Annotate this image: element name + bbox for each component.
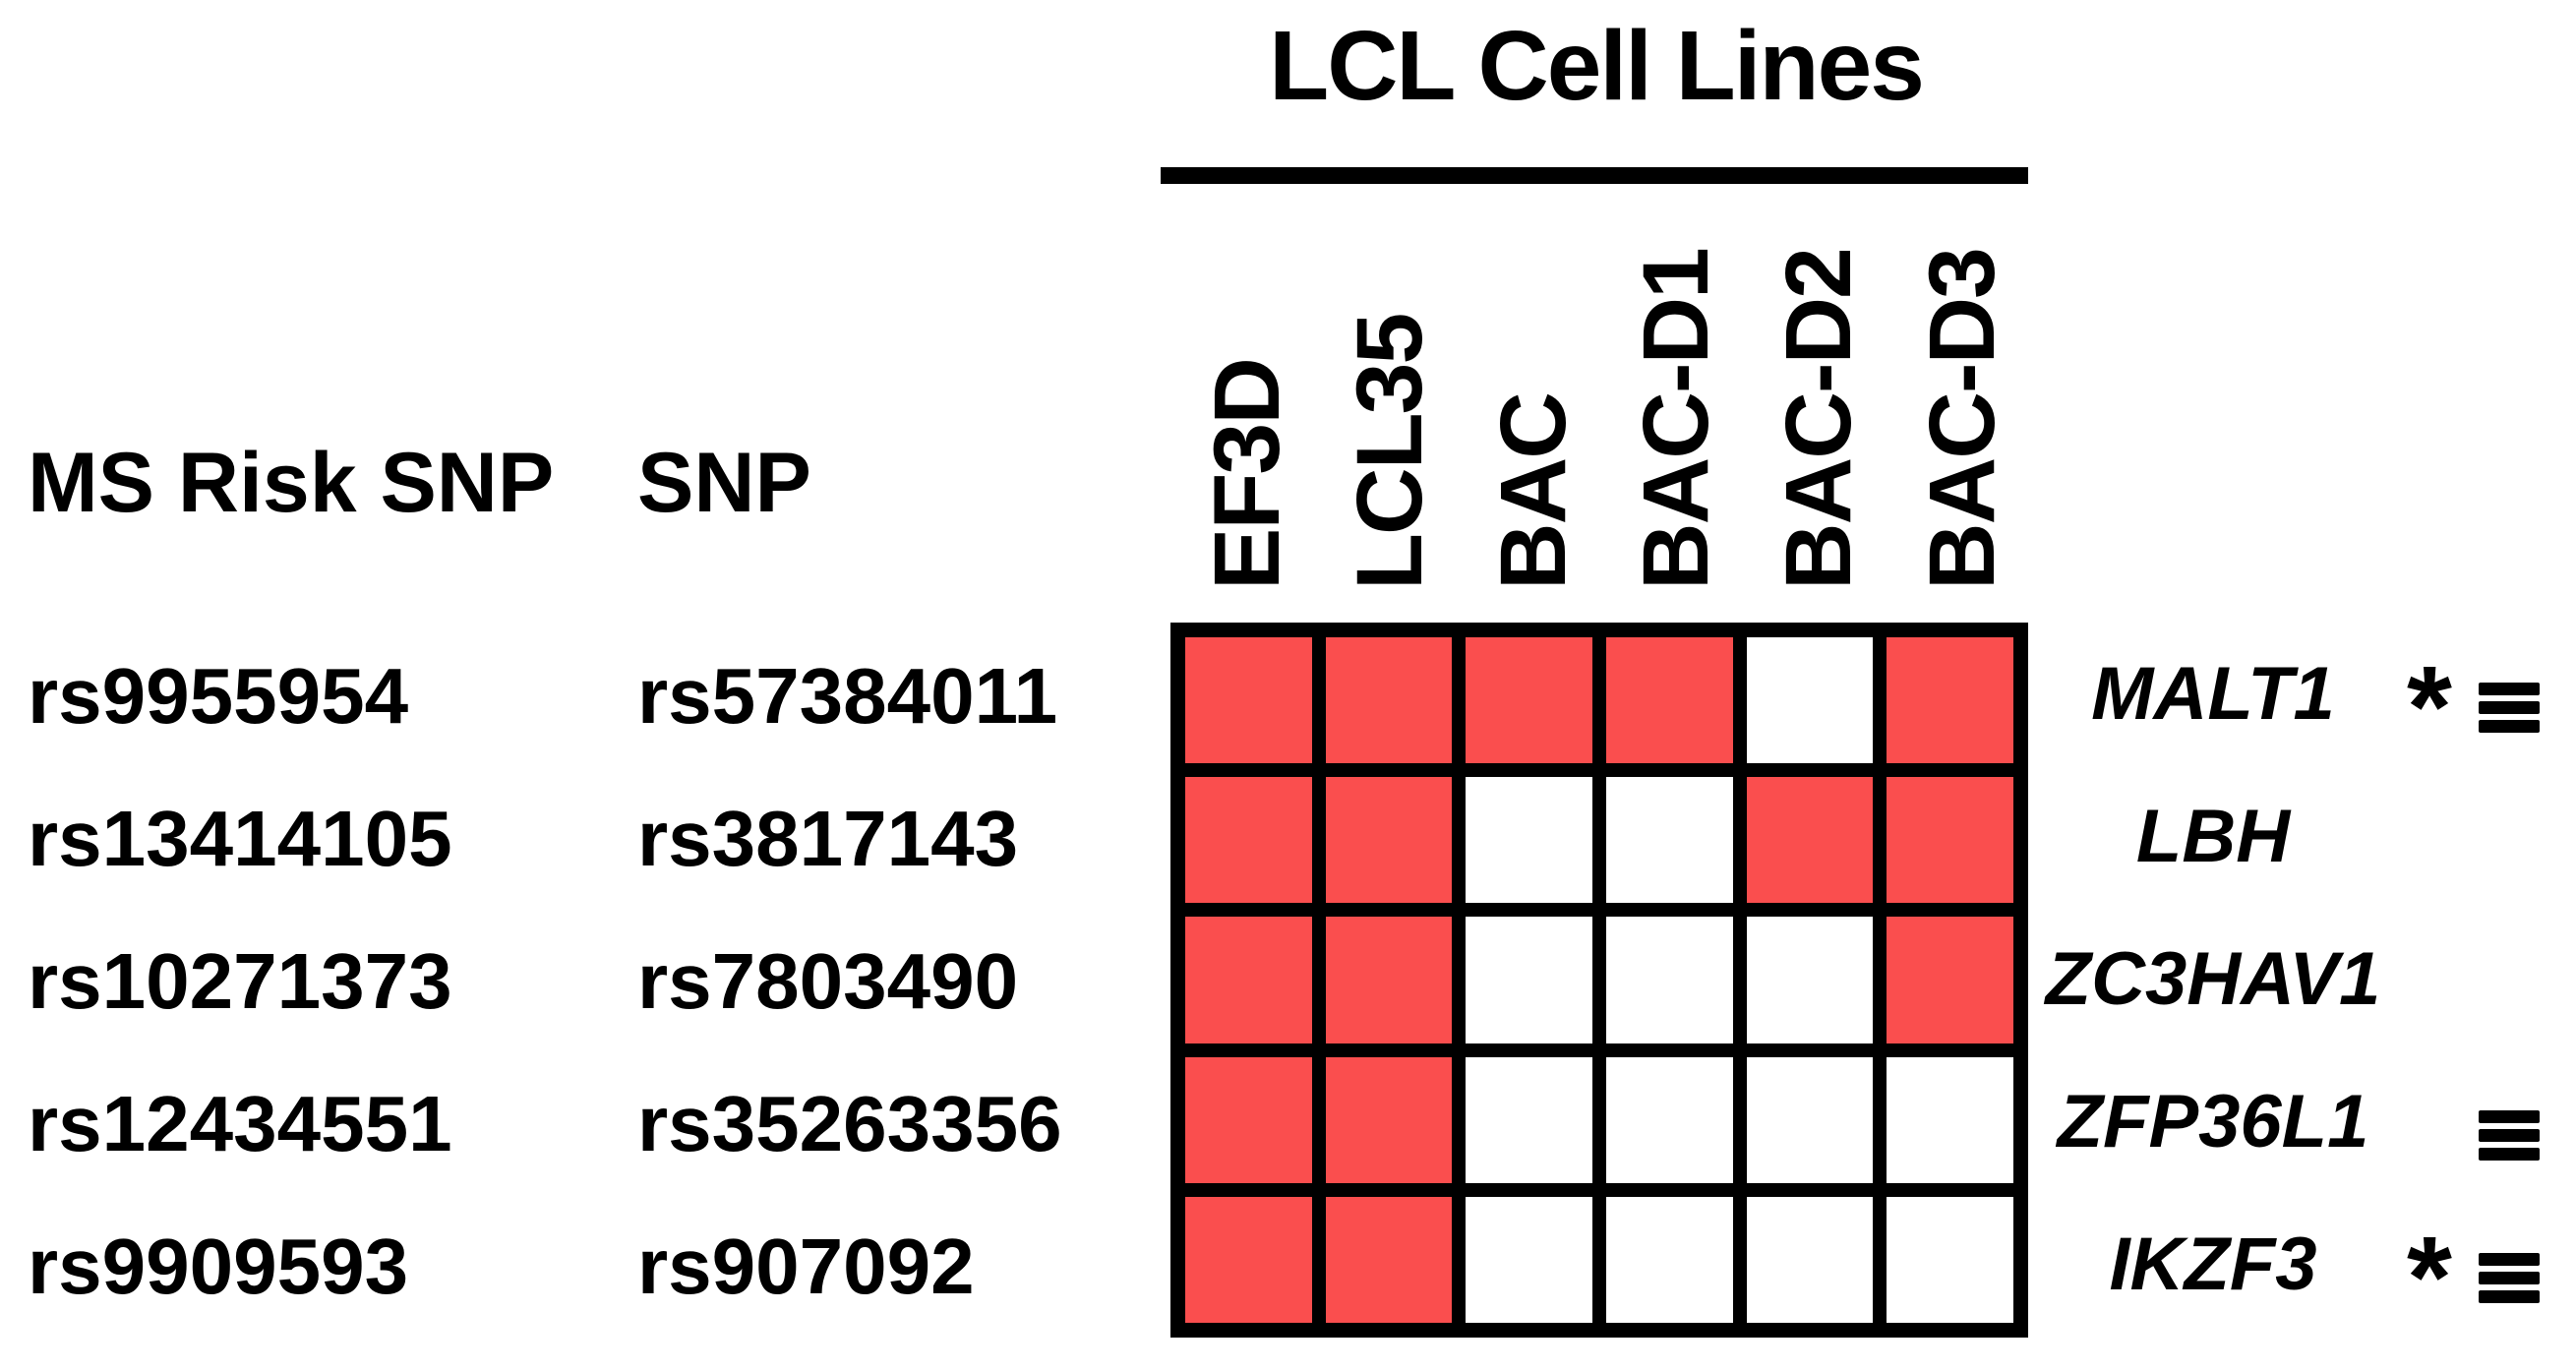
asterisk-symbol: * — [2407, 642, 2452, 772]
gene-label-malt1: MALT1 — [2091, 652, 2335, 736]
grid-cell — [1466, 1196, 1592, 1323]
grid-cell — [1887, 1056, 2013, 1183]
snp-value: rs35263356 — [637, 1080, 1062, 1167]
grid-cell — [1746, 777, 1874, 904]
grid-cell — [1466, 917, 1592, 1043]
grid-cell — [1325, 637, 1453, 764]
column-header-lcl35: LCL35 — [1338, 314, 1442, 590]
ms-risk-snp-value: rs10271373 — [28, 937, 452, 1025]
column-group-title: LCL Cell Lines — [1269, 11, 1925, 121]
snp-value: rs7803490 — [637, 937, 1019, 1025]
snp-value: rs57384011 — [637, 652, 1058, 740]
grid-cell — [1606, 1056, 1733, 1183]
snp-header: SNP — [637, 436, 811, 530]
triple-bar-icon — [2479, 1253, 2540, 1303]
grid-cell — [1887, 777, 2013, 904]
grid-cell — [1746, 1196, 1874, 1323]
grid-cell — [1466, 777, 1592, 904]
asterisk-symbol: * — [2407, 1213, 2452, 1342]
grid-cell — [1185, 1056, 1312, 1183]
ms-risk-snp-value: rs12434551 — [28, 1080, 452, 1167]
ms-risk-snp-value: rs13414105 — [28, 795, 452, 882]
grid-cell — [1325, 777, 1453, 904]
grid-cell — [1606, 1196, 1733, 1323]
column-group-underline — [1161, 167, 2028, 184]
grid-cell — [1606, 917, 1733, 1043]
triple-bar-icon — [2479, 683, 2540, 733]
triple-bar-icon — [2479, 1110, 2540, 1161]
grid-cell — [1466, 1056, 1592, 1183]
grid-cell — [1887, 1196, 2013, 1323]
ms-risk-snp-value: rs9909593 — [28, 1222, 409, 1310]
ms-risk-snp-value: rs9955954 — [28, 652, 409, 740]
ms-risk-snp-header: MS Risk SNP — [28, 436, 555, 530]
snp-value: rs3817143 — [637, 795, 1019, 882]
grid-cell — [1185, 917, 1312, 1043]
grid-cell — [1185, 777, 1312, 904]
grid-cell — [1325, 917, 1453, 1043]
grid-cell — [1185, 1196, 1312, 1323]
gene-label-zc3hav1: ZC3HAV1 — [2045, 937, 2381, 1021]
grid-cell — [1887, 917, 2013, 1043]
grid-cell — [1746, 917, 1874, 1043]
grid-cell — [1325, 1056, 1453, 1183]
grid-cell — [1606, 637, 1733, 764]
column-header-bac-d3: BAC-D3 — [1910, 249, 2014, 590]
grid-cell — [1325, 1196, 1453, 1323]
column-header-bac-d1: BAC-D1 — [1624, 249, 1728, 590]
gene-label-ikzf3: IKZF3 — [2109, 1222, 2317, 1306]
gene-label-zfp36l1: ZFP36L1 — [2057, 1080, 2369, 1163]
gene-label-lbh: LBH — [2135, 795, 2291, 878]
grid-cell — [1746, 637, 1874, 764]
heatmap-grid — [1170, 623, 2028, 1338]
grid-cell — [1887, 637, 2013, 764]
grid-cell — [1746, 1056, 1874, 1183]
grid-cell — [1466, 637, 1592, 764]
snp-value: rs907092 — [637, 1222, 975, 1310]
column-header-ef3d: EF3D — [1195, 359, 1299, 590]
grid-cell — [1185, 637, 1312, 764]
grid-cell — [1606, 777, 1733, 904]
column-header-bac: BAC — [1481, 393, 1586, 590]
column-header-bac-d2: BAC-D2 — [1767, 249, 1871, 590]
